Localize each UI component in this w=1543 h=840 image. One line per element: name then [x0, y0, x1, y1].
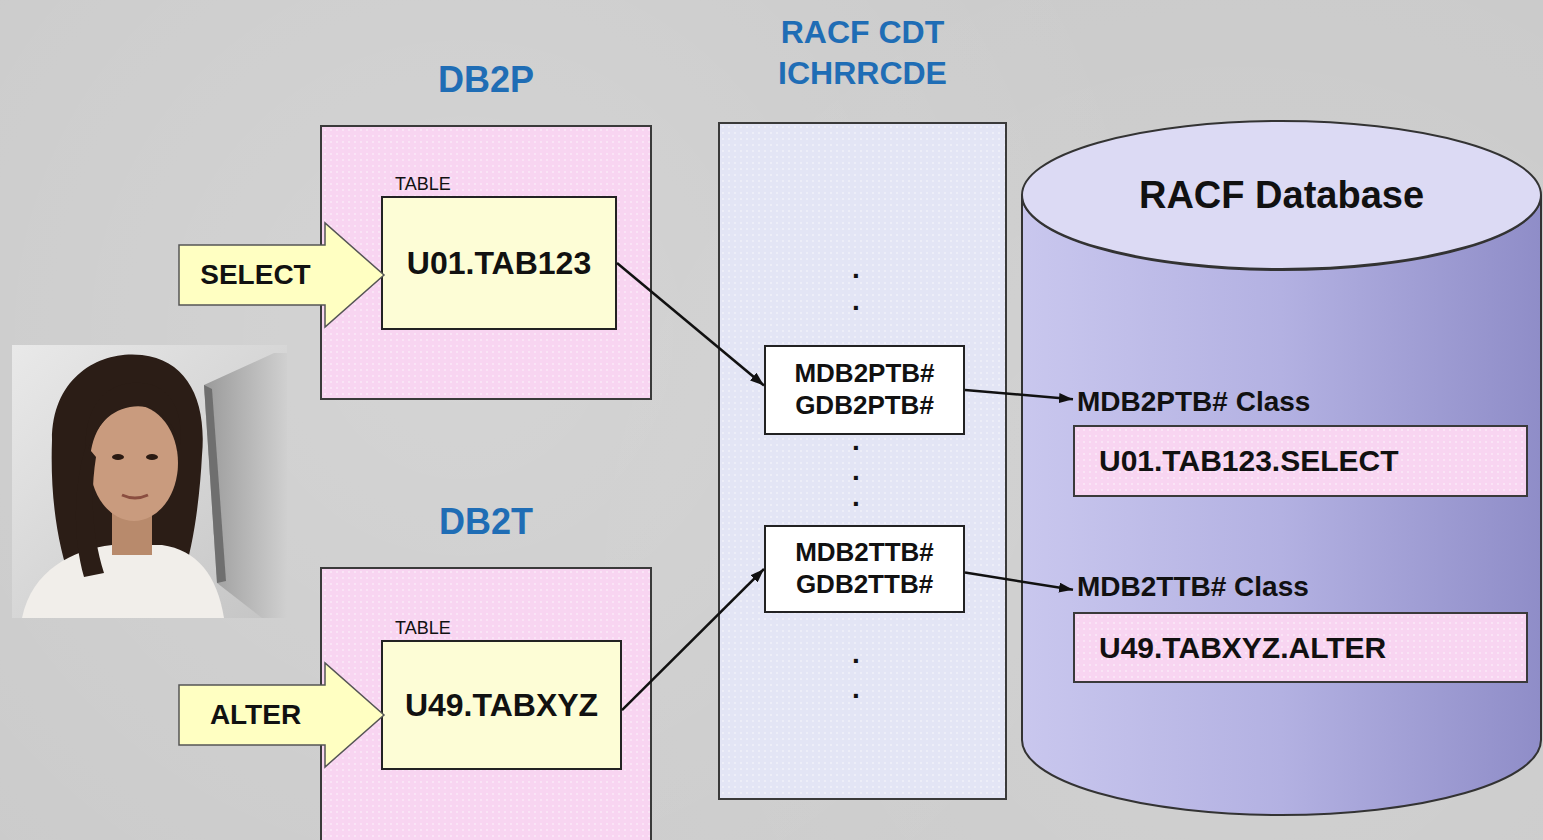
- panel-heading: DB2P: [438, 57, 534, 103]
- ellipsis-dot: .: [836, 637, 876, 671]
- mouth: [122, 495, 148, 498]
- block-arrow-label: ALTER: [210, 699, 301, 731]
- node-table: TABLEU01.TAB123: [381, 196, 617, 330]
- table-name: U01.TAB123: [407, 245, 591, 282]
- node-panel: RACF CDT ICHRRCDEMDB2PTB# GDB2PTB#MDB2TT…: [718, 122, 1007, 800]
- cylinder-title-wrap: RACF Database: [1020, 120, 1543, 270]
- connector: [965, 573, 1073, 590]
- cylinder-body: [1022, 195, 1541, 815]
- profile-name: U49.TABXYZ.ALTER: [1099, 631, 1386, 665]
- profile-box: U01.TAB123.SELECT: [1073, 425, 1528, 497]
- class-heading: MDB2TTB# Class: [1077, 571, 1309, 603]
- node-cyl: RACF DatabaseMDB2PTB# ClassU01.TAB123.SE…: [1020, 120, 1543, 815]
- eye: [146, 454, 158, 460]
- panel-heading-wrap: RACF CDT ICHRRCDE: [640, 12, 1085, 94]
- node-table: TABLEU49.TABXYZ: [381, 640, 622, 770]
- connector: [965, 390, 1073, 399]
- hair-side: [76, 445, 104, 577]
- database-title: RACF Database: [1139, 174, 1424, 217]
- panel-heading-wrap: DB2P: [242, 57, 730, 103]
- class-entry: MDB2PTB# GDB2PTB#: [776, 358, 953, 421]
- ellipsis-dot: .: [836, 672, 876, 706]
- node-cdt: MDB2TTB# GDB2TTB#: [764, 525, 965, 613]
- class-heading-wrap: MDB2PTB# Class: [1077, 382, 1310, 421]
- node-cls: MDB2PTB# ClassU01.TAB123.SELECT: [1073, 382, 1528, 497]
- cylinder-top: [1022, 121, 1541, 269]
- shoulders: [22, 545, 224, 618]
- connector: [622, 569, 764, 710]
- hair-front: [86, 383, 181, 455]
- face: [90, 405, 178, 521]
- panel-heading: DB2T: [439, 499, 533, 545]
- class-heading: MDB2PTB# Class: [1077, 386, 1310, 418]
- class-heading-wrap: MDB2TTB# Class: [1077, 565, 1309, 608]
- block-arrow-shape: [179, 663, 384, 767]
- class-entry: MDB2TTB# GDB2TTB#: [776, 537, 953, 600]
- panel-heading-wrap: DB2T: [242, 499, 730, 545]
- panel-heading: RACF CDT ICHRRCDE: [748, 12, 978, 94]
- connector: [617, 263, 764, 386]
- eye: [112, 454, 124, 460]
- table-name: U49.TABXYZ: [405, 687, 598, 724]
- ellipsis-dot: .: [836, 252, 876, 286]
- node-cls: MDB2TTB# ClassU49.TABXYZ.ALTER: [1073, 565, 1528, 683]
- block-arrow-label: SELECT: [200, 259, 310, 291]
- monitor: [204, 353, 287, 618]
- ellipsis-dot: .: [836, 424, 876, 458]
- table-label: TABLE: [395, 618, 451, 639]
- profile-name: U01.TAB123.SELECT: [1099, 444, 1399, 478]
- node-cdt: MDB2PTB# GDB2PTB#: [764, 345, 965, 435]
- ellipsis-dot: .: [836, 284, 876, 318]
- table-label-wrap: TABLE: [395, 618, 451, 639]
- monitor-edge: [204, 385, 226, 583]
- profile-box: U49.TABXYZ.ALTER: [1073, 612, 1528, 683]
- node-arrow: ALTER: [178, 662, 385, 768]
- user-photo: [12, 345, 287, 618]
- block-arrow-text-wrap: SELECT: [178, 245, 333, 305]
- table-label-wrap: TABLE: [395, 174, 451, 195]
- block-arrow-shape: [179, 223, 384, 327]
- table-label: TABLE: [395, 174, 451, 195]
- node-arrow: SELECT: [178, 222, 385, 328]
- block-arrow-text-wrap: ALTER: [178, 685, 333, 745]
- ellipsis-dot: .: [836, 480, 876, 514]
- photo-background: [12, 345, 287, 618]
